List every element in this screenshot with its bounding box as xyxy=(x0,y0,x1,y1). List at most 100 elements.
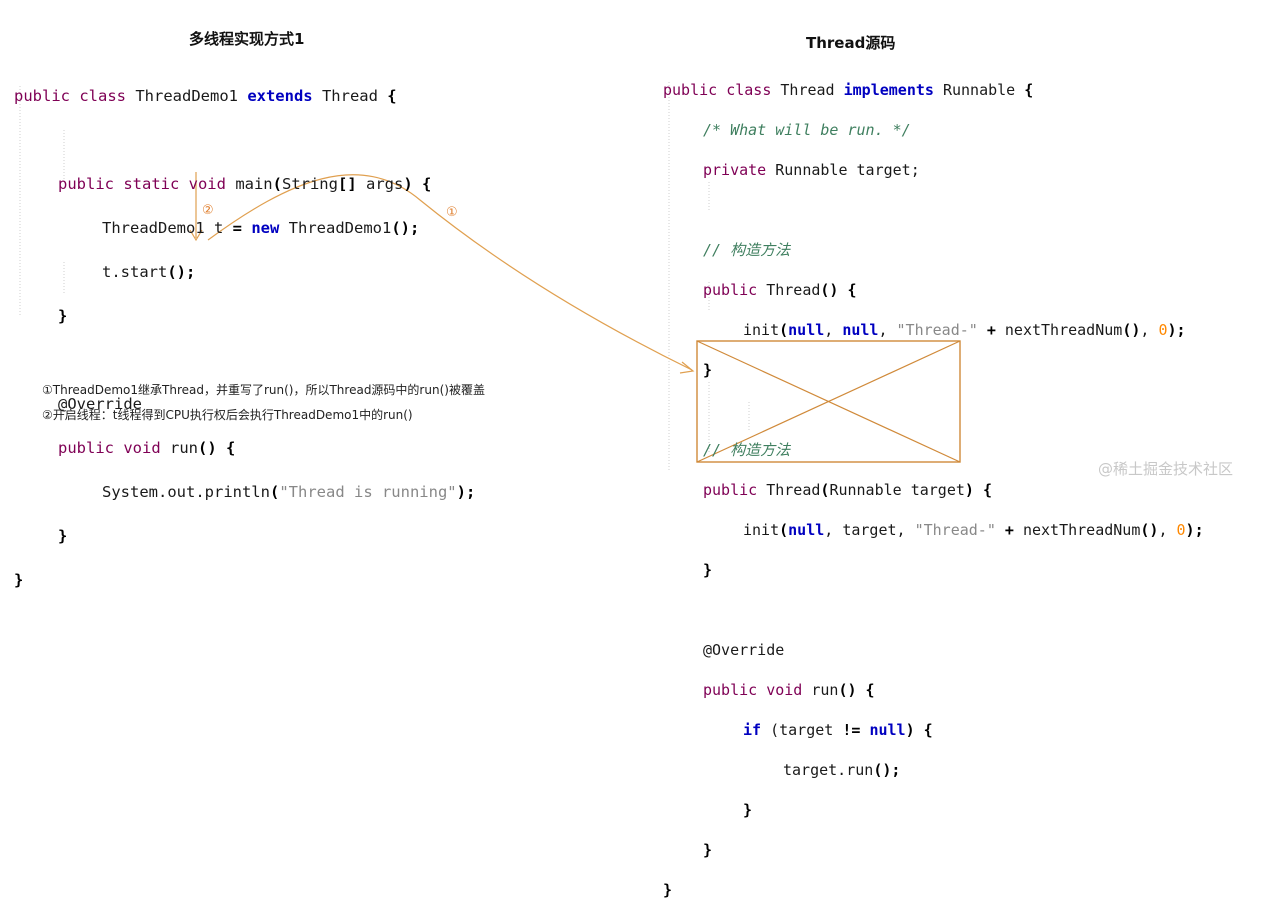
code-line: public static void main(String[] args) { xyxy=(14,173,475,195)
code-line: /* What will be run. */ xyxy=(663,120,1204,140)
code-token: ; xyxy=(465,483,476,501)
code-token: ( xyxy=(272,175,282,193)
code-token: ; xyxy=(186,263,196,281)
right-code-block: public class Thread implements Runnable … xyxy=(663,60,1204,920)
code-token: /* What will be run. */ xyxy=(703,121,911,139)
code-token: String xyxy=(281,175,338,193)
code-token: run xyxy=(169,439,198,457)
code-token: Runnable target; xyxy=(775,161,920,179)
code-token: } xyxy=(703,561,713,579)
code-token: ; xyxy=(410,219,420,237)
code-line: } xyxy=(14,305,475,327)
code-line: public void run() { xyxy=(663,680,1204,700)
marker-2: ② xyxy=(202,203,214,218)
arrow-1-curve xyxy=(207,174,693,371)
code-line: } xyxy=(663,800,1204,820)
code-line: ThreadDemo1 t = new ThreadDemo1(); xyxy=(14,217,475,239)
code-token: { xyxy=(856,681,875,699)
code-token: public class xyxy=(663,81,781,99)
code-token: public class xyxy=(14,87,136,105)
code-token: ; xyxy=(891,761,901,779)
code-line xyxy=(14,349,475,371)
code-token: ) xyxy=(403,175,413,193)
code-token: public void xyxy=(703,681,812,699)
code-token: nextThreadNum xyxy=(1004,321,1123,339)
code-token: () xyxy=(873,761,892,779)
code-token: extends xyxy=(247,87,313,105)
code-token: "Thread is running" xyxy=(279,483,457,501)
code-token: public xyxy=(703,281,767,299)
code-line: init(null, target, "Thread-" + nextThrea… xyxy=(663,520,1204,540)
code-token: ) xyxy=(964,481,974,499)
code-token: () xyxy=(838,681,857,699)
code-token: } xyxy=(58,307,68,325)
code-line: init(null, null, "Thread-" + nextThreadN… xyxy=(663,320,1204,340)
code-line: public class Thread implements Runnable … xyxy=(663,80,1204,100)
code-token: { xyxy=(1024,81,1034,99)
code-token: ) xyxy=(456,483,466,501)
code-token: } xyxy=(58,527,68,545)
note-2: ②开启线程：t线程得到CPU执行权后会执行ThreadDemo1中的run() xyxy=(42,408,413,422)
code-line xyxy=(663,600,1204,620)
code-token: } xyxy=(703,841,713,859)
code-token: Runnable xyxy=(933,81,1025,99)
code-token: main xyxy=(235,175,273,193)
code-token xyxy=(860,721,869,739)
code-token: () xyxy=(1140,521,1159,539)
code-token: ) xyxy=(1185,521,1195,539)
code-line: // 构造方法 xyxy=(663,440,1204,460)
code-token: ; xyxy=(1194,521,1204,539)
code-token: , target, xyxy=(824,521,915,539)
code-token: , xyxy=(1158,521,1177,539)
code-token: , xyxy=(1140,321,1159,339)
code-token: + xyxy=(977,321,1005,339)
code-token: () xyxy=(167,263,186,281)
code-token: + xyxy=(995,521,1023,539)
code-token: () xyxy=(820,281,839,299)
code-token: { xyxy=(838,281,857,299)
code-token: private xyxy=(703,161,776,179)
code-token: } xyxy=(703,361,713,379)
code-token: "Thread-" xyxy=(914,521,996,539)
code-token: ) xyxy=(1167,321,1177,339)
code-token: args xyxy=(356,175,404,193)
code-token: Runnable target xyxy=(829,481,965,499)
code-line: } xyxy=(14,569,475,591)
code-token: () xyxy=(391,219,410,237)
code-line: @Override xyxy=(663,640,1204,660)
code-token: @Override xyxy=(58,395,142,413)
code-token: ThreadDemo1 xyxy=(135,87,248,105)
code-token: [] xyxy=(337,175,357,193)
code-token: null xyxy=(869,721,906,739)
code-token: if xyxy=(743,721,762,739)
code-line: } xyxy=(663,560,1204,580)
code-token: t.start xyxy=(102,263,168,281)
code-token: // 构造方法 xyxy=(703,241,791,259)
code-line: public Thread(Runnable target) { xyxy=(663,480,1204,500)
code-token: implements xyxy=(843,81,934,99)
code-token: ) xyxy=(905,721,915,739)
code-line: if (target != null) { xyxy=(663,720,1204,740)
code-token: { xyxy=(914,721,933,739)
code-token: { xyxy=(387,87,397,105)
code-token: ( xyxy=(779,321,789,339)
code-line: // 构造方法 xyxy=(663,240,1204,260)
code-line: } xyxy=(14,525,475,547)
code-token: { xyxy=(216,439,236,457)
code-token: 0 xyxy=(1176,521,1186,539)
diagram-overlay: ② ① xyxy=(19,82,961,470)
code-token: != xyxy=(842,721,861,739)
code-token: { xyxy=(412,175,432,193)
code-line xyxy=(663,400,1204,420)
code-token: Thread xyxy=(766,281,821,299)
code-token: Thread xyxy=(312,87,388,105)
code-token: } xyxy=(663,881,673,899)
code-line: t.start(); xyxy=(14,261,475,283)
code-token: ( xyxy=(779,521,789,539)
code-token: init xyxy=(743,321,780,339)
code-token: ; xyxy=(1176,321,1186,339)
right-title: Thread源码 xyxy=(806,34,896,52)
code-token: ( xyxy=(269,483,280,501)
code-token: ( xyxy=(820,481,830,499)
code-token: public static void xyxy=(58,175,236,193)
